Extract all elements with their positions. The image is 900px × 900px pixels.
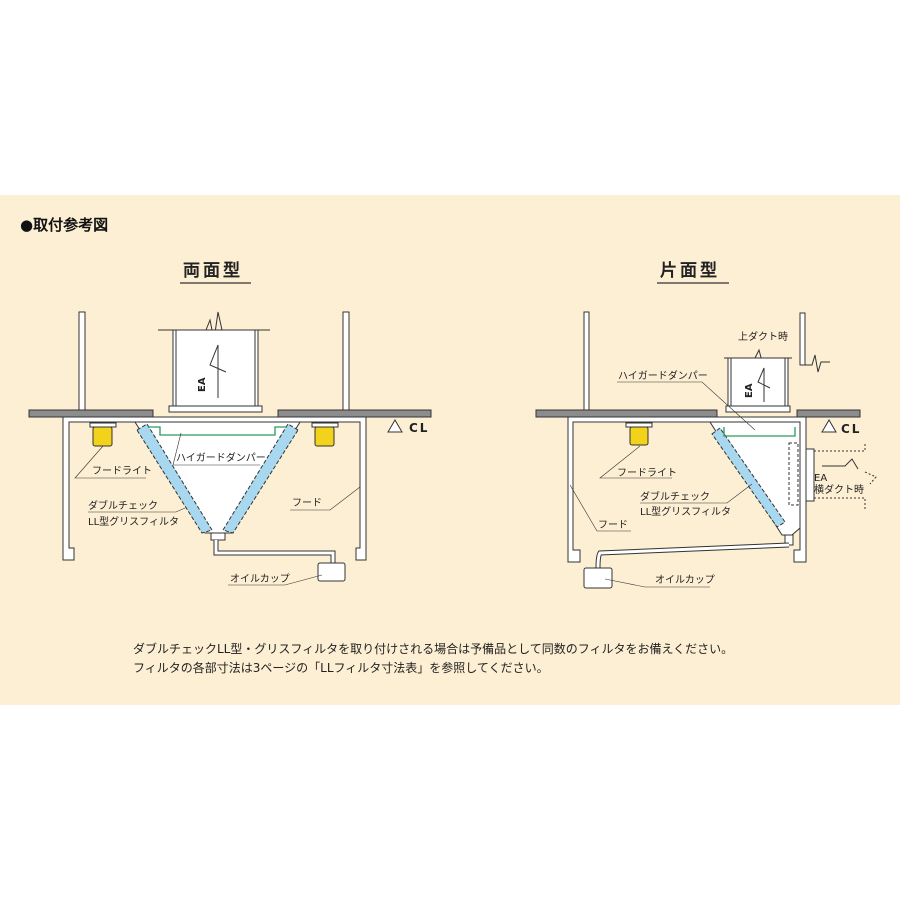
hanging-rod — [78, 311, 86, 412]
exhaust-duct — [172, 329, 259, 409]
wall — [799, 312, 806, 366]
duct-label: EA — [744, 383, 755, 398]
note-line-2: フィルタの各部寸法は3ページの「LLフィルタ寸法表」を参照してください。 — [133, 661, 549, 675]
label-damper: ハイガードダンパー — [176, 451, 266, 464]
airflow-arrow-icon — [209, 344, 227, 398]
hi-guard-damper — [148, 426, 287, 436]
oil-cup — [317, 562, 346, 582]
label-filter-1: ダブルチェック — [88, 499, 158, 512]
label-oil-cup: オイルカップ — [230, 573, 290, 585]
single-sided-diagram: 片面型 上ダクト時 EA CL EA 横ダクト時 — [535, 260, 877, 589]
label-filter-2: LL型グリスフィルタ — [88, 515, 179, 528]
double-sided-diagram: 両面型 EA CL — [28, 260, 432, 586]
airflow-arrow-icon — [822, 458, 859, 470]
label-top-duct: 上ダクト時 — [738, 330, 788, 343]
ceiling-slab — [535, 409, 718, 418]
label-filter-1: ダブルチェック — [640, 490, 710, 503]
double-sided-title: 両面型 — [183, 260, 243, 281]
ceiling-level-label: CL — [841, 422, 861, 436]
hood-light — [92, 426, 113, 447]
note-line-1: ダブルチェックLL型・グリスフィルタを取り付けされる場合は予備品として同数のフィ… — [133, 642, 734, 656]
label-damper: ハイガードダンパー — [618, 369, 708, 382]
ceiling-level-icon — [387, 419, 403, 433]
hood-light — [629, 426, 649, 446]
ceiling-slab — [28, 409, 154, 418]
grease-filter — [711, 427, 786, 528]
single-sided-title: 片面型 — [660, 260, 720, 281]
ceiling-slab — [796, 409, 861, 418]
hood-light — [314, 426, 335, 447]
label-filter-2: LL型グリスフィルタ — [640, 505, 731, 518]
hanging-rod — [583, 311, 590, 412]
grease-filter — [222, 423, 299, 534]
label-hood-light: フードライト — [617, 467, 677, 479]
grease-filter — [136, 423, 213, 534]
airflow-arrow-icon — [757, 367, 771, 402]
duct-label: EA — [197, 377, 208, 392]
label-hood: フード — [598, 520, 628, 531]
ceiling-level-label: CL — [409, 421, 429, 435]
ceiling-slab — [277, 409, 432, 418]
label-oil-cup: オイルカップ — [655, 574, 715, 586]
ceiling-level-icon — [821, 419, 837, 433]
label-hood-light: フードライト — [92, 465, 152, 477]
section-heading: ●取付参考図 — [20, 216, 108, 234]
label-hood: フード — [292, 498, 322, 509]
side-duct — [814, 442, 866, 452]
hi-guard-damper — [723, 427, 796, 437]
oil-cup — [583, 567, 613, 589]
label-side-duct: 横ダクト時 — [814, 483, 864, 496]
hood-body — [62, 416, 367, 561]
hanging-rod — [342, 311, 350, 412]
exhaust-duct — [727, 357, 789, 409]
label-side-ea: EA — [814, 473, 827, 484]
